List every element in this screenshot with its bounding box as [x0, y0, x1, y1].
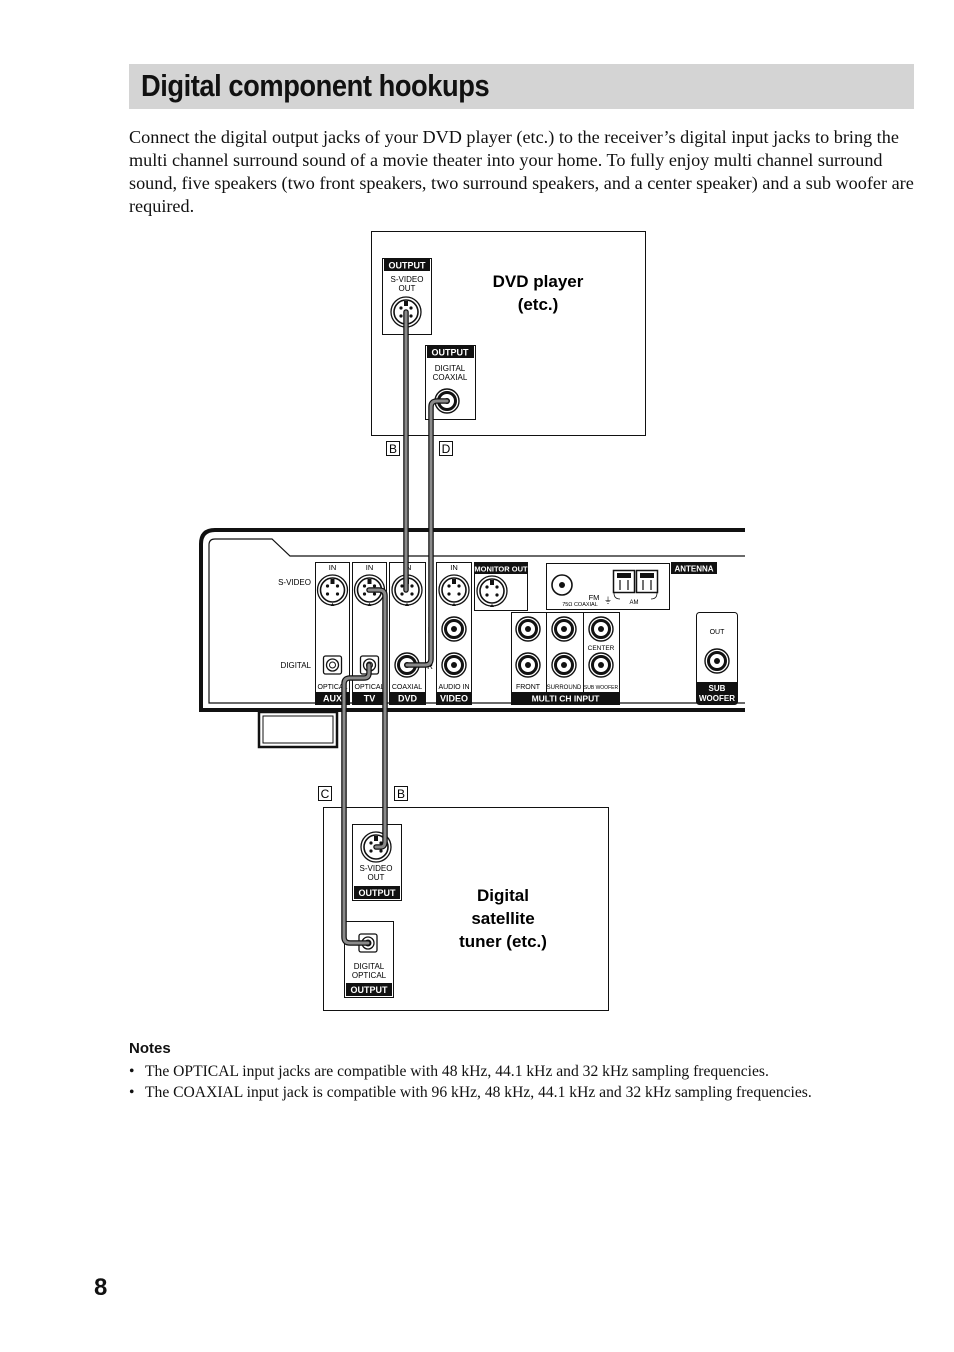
tuner-output-tag-optical: OUTPUT — [351, 985, 389, 995]
monitor-out-svideo-jack[interactable] — [476, 575, 508, 607]
tv-input-label: TV — [364, 694, 376, 704]
notes-heading: Notes — [129, 1040, 171, 1057]
monitor-out-label: MONITOR OUT — [474, 565, 528, 574]
dvd-svideo-out-label-1: S-VIDEO — [391, 275, 424, 284]
tuner-digital-optical-label-1: DIGITAL — [354, 962, 385, 971]
antenna-label: ANTENNA — [674, 565, 713, 574]
notes-list: The OPTICAL input jacks are compatible w… — [129, 1061, 919, 1103]
svg-text:B: B — [389, 442, 397, 456]
tv-in-label: IN — [366, 563, 374, 572]
surround-r-jack[interactable] — [550, 651, 578, 679]
dvd-digital-coaxial-label-1: DIGITAL — [435, 364, 466, 373]
sub-woofer-out-label: OUT — [710, 629, 726, 636]
dvd-input-label: DVD — [398, 694, 418, 704]
tuner-digital-optical-label-2: OPTICAL — [352, 971, 387, 980]
tuner-name-line3: tuner (etc.) — [459, 932, 547, 951]
video-input-label: VIDEO — [440, 694, 468, 704]
intro-paragraph: Connect the digital output jacks of your… — [129, 127, 914, 216]
note-item: The OPTICAL input jacks are compatible w… — [129, 1061, 919, 1082]
sub-woofer-out-jack[interactable] — [703, 647, 731, 675]
tv-optical-label: OPTICAL — [355, 684, 385, 691]
tuner-svideo-out-label-1: S-VIDEO — [360, 864, 393, 873]
front-label: FRONT — [516, 684, 541, 691]
video-audio-in-r-jack[interactable] — [440, 651, 468, 679]
svg-text:C: C — [321, 787, 330, 801]
sub-label: SUB — [709, 684, 726, 693]
cable-label-b-bottom: B — [394, 786, 408, 801]
dvd-player-box: DVD player (etc.) OUTPUT S-VIDEO OUT OUT… — [371, 231, 646, 436]
dvd-coaxial-label: COAXIAL — [392, 684, 422, 691]
receiver-rear-panel: S-VIDEO DIGITAL IN OPTICAL AUX IN OPTICA… — [199, 528, 745, 749]
page-number: 8 — [94, 1274, 108, 1301]
aux-svideo-in-jack[interactable] — [316, 574, 349, 606]
satellite-tuner-box: Digital satellite tuner (etc.) S-VIDEO O… — [323, 807, 609, 1011]
note-item: The COAXIAL input jack is compatible wit… — [129, 1082, 919, 1103]
cables — [341, 309, 450, 946]
fm-coaxial-label: 75Ω COAXIAL — [562, 602, 598, 608]
tuner-output-tag-svideo: OUTPUT — [359, 888, 397, 898]
page-title: Digital component hookups — [141, 68, 490, 103]
front-l-jack[interactable] — [514, 615, 542, 643]
video-svideo-in-jack[interactable] — [438, 574, 470, 606]
tuner-svideo-out-label-2: OUT — [368, 873, 385, 882]
tuner-name-line2: satellite — [471, 909, 534, 928]
digital-row-label: DIGITAL — [280, 661, 311, 670]
svg-text:B: B — [397, 787, 405, 801]
dvd-output-tag-svideo: OUTPUT — [389, 261, 427, 271]
dvd-player-name-line1: DVD player — [493, 272, 584, 291]
surround-label: SURROUND — [547, 685, 582, 691]
aux-optical-label: OPTICAL — [318, 684, 348, 691]
sub-woofer-jack-label: SUB WOOFER — [584, 685, 619, 691]
front-r-jack[interactable] — [514, 651, 542, 679]
aux-optical-in-jack[interactable] — [322, 655, 343, 675]
dvd-player-name-line2: (etc.) — [518, 295, 559, 314]
svideo-row-label: S-VIDEO — [278, 578, 311, 587]
woofer-label: WOOFER — [699, 694, 735, 703]
dvd-output-tag-coaxial: OUTPUT — [432, 348, 470, 358]
cable-label-d: D — [439, 441, 453, 456]
ground-symbol-icon: ⏚ — [604, 596, 612, 605]
video-in-label: IN — [450, 563, 458, 572]
title-bar: Digital component hookups — [129, 64, 914, 109]
aux-in-label: IN — [329, 563, 337, 572]
svg-text:D: D — [442, 442, 451, 456]
center-label: CENTER — [588, 645, 615, 652]
audio-in-label: AUDIO IN — [438, 684, 469, 691]
video-audio-in-l-jack[interactable] — [440, 615, 468, 643]
cable-label-b-top: B — [386, 441, 400, 456]
dvd-digital-coaxial-label-2: COAXIAL — [433, 373, 468, 382]
dvd-svideo-out-label-2: OUT — [399, 284, 416, 293]
fm-label: FM — [589, 593, 600, 602]
surround-l-jack[interactable] — [550, 615, 578, 643]
multi-ch-input-label: MULTI CH INPUT — [532, 694, 601, 704]
sub-woofer-in-jack[interactable] — [587, 651, 615, 679]
aux-input-label: AUX — [323, 694, 342, 704]
am-label: AM — [630, 600, 639, 606]
cable-label-c: C — [318, 786, 332, 801]
tuner-name-line1: Digital — [477, 886, 529, 905]
center-jack[interactable] — [587, 615, 615, 643]
